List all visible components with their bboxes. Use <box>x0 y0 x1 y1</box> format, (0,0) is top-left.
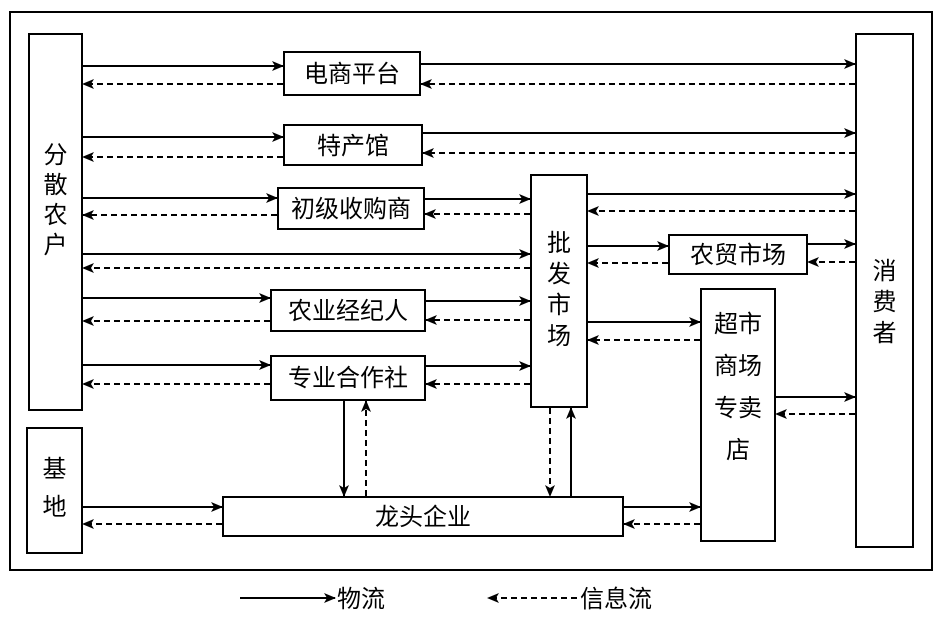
outer-frame <box>9 11 933 571</box>
node-wholesale-market: 批发市场 <box>530 174 588 408</box>
node-consumers-label: 消费者 <box>873 257 897 347</box>
node-coop: 专业合作社 <box>270 355 426 401</box>
node-agri-broker: 农业经纪人 <box>270 289 426 332</box>
legend-information-label: 信息流 <box>580 585 652 613</box>
legend: 物流 信息流 <box>240 585 652 613</box>
node-consumers: 消费者 <box>855 33 914 548</box>
node-supermarket: 超市商场专卖店 <box>700 288 776 542</box>
node-specialty-store-label: 特产馆 <box>317 132 389 160</box>
node-supermarket-label: 超市商场专卖店 <box>714 310 762 464</box>
edges <box>82 59 856 529</box>
node-farmers: 分散农户 <box>28 33 83 411</box>
node-agri-broker-label: 农业经纪人 <box>288 297 408 325</box>
node-farmers-label: 分散农户 <box>44 141 68 259</box>
node-farm-market-label: 农贸市场 <box>690 241 786 269</box>
node-ecommerce: 电商平台 <box>283 51 421 96</box>
node-farm-market: 农贸市场 <box>668 234 808 275</box>
node-ecommerce-label: 电商平台 <box>304 60 400 88</box>
node-base: 基地 <box>26 427 83 554</box>
node-coop-label: 专业合作社 <box>288 364 408 392</box>
node-leading-enterprise-label: 龙头企业 <box>375 503 471 531</box>
node-primary-buyer: 初级收购商 <box>277 187 425 230</box>
node-specialty-store: 特产馆 <box>283 124 423 166</box>
node-wholesale-market-label: 批发市场 <box>547 229 571 350</box>
legend-logistics-label: 物流 <box>337 585 385 613</box>
node-base-label: 基地 <box>43 455 67 521</box>
node-primary-buyer-label: 初级收购商 <box>291 195 411 223</box>
node-leading-enterprise: 龙头企业 <box>222 496 624 537</box>
